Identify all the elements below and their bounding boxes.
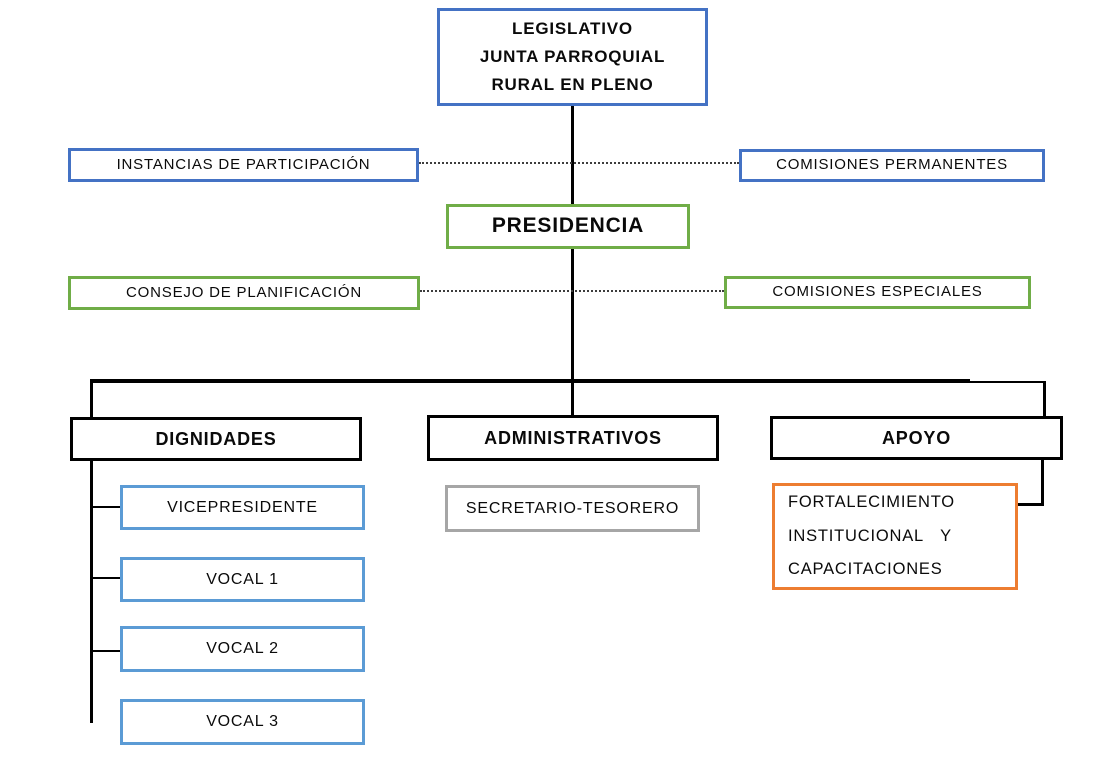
node-vocal-3: VOCAL 3 — [120, 699, 365, 745]
connector-presidencia-branches — [571, 249, 574, 415]
node-legislativo-line3: RURAL EN PLENO — [491, 75, 654, 95]
node-vicepresidente-label: VICEPRESIDENTE — [167, 498, 318, 516]
node-vocal-2: VOCAL 2 — [120, 626, 365, 672]
node-presidencia: PRESIDENCIA — [446, 204, 690, 249]
node-vocal-1-label: VOCAL 1 — [206, 570, 279, 588]
connector-dotted-consejo-comisiones-especiales — [420, 290, 724, 292]
connector-legislativo-presidencia — [571, 106, 574, 204]
node-apoyo: APOYO — [770, 416, 1063, 460]
connector-apoyo-down — [1041, 460, 1044, 506]
node-administrativos: ADMINISTRATIVOS — [427, 415, 719, 461]
connector-horizontal-right-extension — [968, 381, 1046, 383]
node-secretario-tesorero-label: SECRETARIO-TESORERO — [465, 499, 680, 517]
node-legislativo-line2: JUNTA PARROQUIAL — [479, 46, 666, 66]
node-legislativo-line1: LEGISLATIVO — [512, 18, 633, 38]
connector-stub-vocal-1 — [92, 577, 120, 579]
connector-dignidades-spine — [90, 379, 93, 723]
node-consejo-de-planificacion: CONSEJO DE PLANIFICACIÓN — [68, 276, 420, 310]
node-consejo-label: CONSEJO DE PLANIFICACIÓN — [126, 283, 362, 301]
connector-stub-vicepresidente — [92, 506, 120, 508]
node-fortalecimiento-line1: FORTALECIMIENTO — [788, 492, 955, 511]
node-vocal-1: VOCAL 1 — [120, 557, 365, 602]
node-vocal-3-label: VOCAL 3 — [206, 713, 279, 730]
node-vocal-2-label: VOCAL 2 — [206, 640, 279, 657]
node-fortalecimiento-line2: INSTITUCIONAL Y — [788, 526, 952, 545]
node-presidencia-label: PRESIDENCIA — [491, 214, 645, 238]
connector-drop-apoyo — [1043, 382, 1046, 416]
node-comisiones-permanentes: COMISIONES PERMANENTES — [739, 149, 1045, 182]
connector-apoyo-elbow — [1018, 503, 1044, 506]
connector-branches-horizontal — [92, 379, 970, 383]
node-dignidades: DIGNIDADES — [70, 417, 362, 461]
node-fortalecimiento-line3: CAPACITACIONES — [788, 560, 943, 579]
node-comisiones-especiales-label: COMISIONES ESPECIALES — [772, 283, 983, 301]
node-legislativo-junta-parroquial: LEGISLATIVO JUNTA PARROQUIAL RURAL EN PL… — [437, 8, 708, 106]
node-comisiones-permanentes-label: COMISIONES PERMANENTES — [776, 156, 1008, 174]
node-vicepresidente: VICEPRESIDENTE — [120, 485, 365, 530]
node-comisiones-especiales: COMISIONES ESPECIALES — [724, 276, 1031, 309]
node-fortalecimiento-institucional: FORTALECIMIENTO INSTITUCIONAL Y CAPACITA… — [772, 483, 1018, 590]
node-dignidades-label: DIGNIDADES — [155, 428, 277, 449]
node-secretario-tesorero: SECRETARIO-TESORERO — [445, 485, 700, 532]
connector-dotted-instancias-comisiones-permanentes — [419, 162, 739, 164]
node-administrativos-label: ADMINISTRATIVOS — [484, 427, 662, 448]
connector-stub-vocal-2 — [92, 650, 120, 652]
node-instancias-label: INSTANCIAS DE PARTICIPACIÓN — [116, 155, 371, 173]
node-instancias-de-participacion: INSTANCIAS DE PARTICIPACIÓN — [68, 148, 419, 182]
node-apoyo-label: APOYO — [881, 427, 951, 448]
